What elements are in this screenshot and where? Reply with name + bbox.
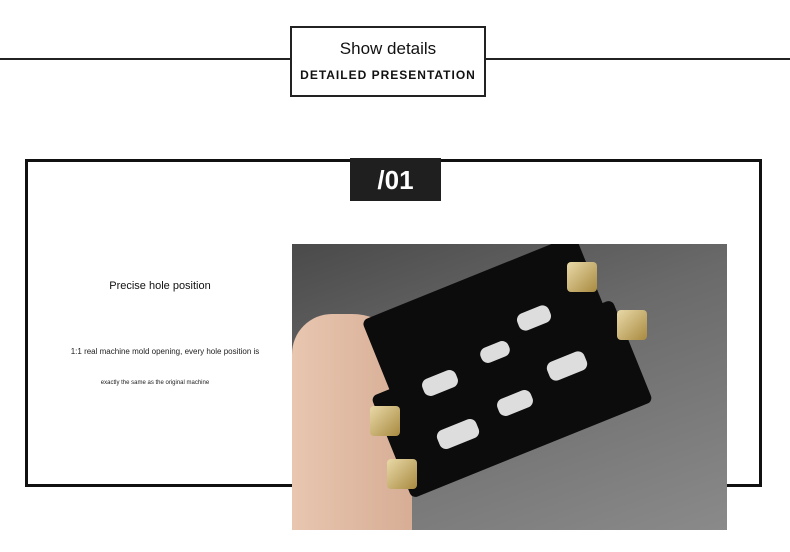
feature-description-line1: 1:1 real machine mold opening, every hol…	[70, 347, 260, 356]
feature-title: Precise hole position	[109, 280, 211, 292]
gold-corner	[567, 262, 597, 292]
product-photo	[292, 244, 727, 530]
divider-right	[484, 58, 790, 60]
gold-corner	[387, 459, 417, 489]
header-title: Show details	[339, 39, 437, 58]
gold-corner	[617, 310, 647, 340]
divider-left	[0, 58, 290, 60]
feature-description-line2: exactly the same as the original machine	[100, 380, 210, 386]
gold-corner	[370, 406, 400, 436]
section-header: Show details DETAILED PRESENTATION	[290, 26, 486, 97]
header-subtitle: DETAILED PRESENTATION	[300, 68, 476, 82]
section-number: /01	[350, 158, 441, 201]
